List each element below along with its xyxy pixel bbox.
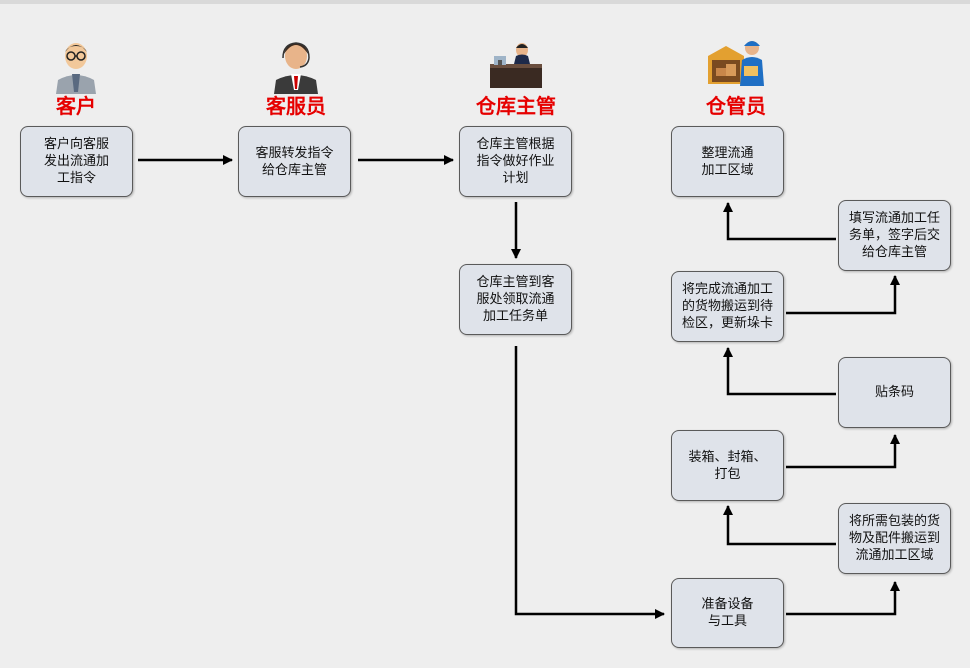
step-make-plan: 仓库主管根据 指令做好作业 计划	[459, 126, 572, 197]
arrow-s8-s9	[723, 347, 836, 396]
top-strip	[0, 0, 970, 4]
arrow-s9-s10	[786, 275, 900, 315]
actor-supervisor-label: 仓库主管	[476, 94, 556, 118]
customer-icon	[46, 34, 106, 94]
step-prepare-equipment: 准备设备 与工具	[671, 578, 784, 648]
arrow-s4-s5	[514, 346, 665, 619]
step-collect-task-sheet: 仓库主管到客 服处领取流通 加工任务单	[459, 264, 572, 335]
step-forward-instruction: 客服转发指令 给仓库主管	[238, 126, 351, 197]
step-move-to-inspection: 将完成流通加工 的货物搬运到待 检区，更新垛卡	[671, 271, 784, 342]
step-pack: 装箱、封箱、 打包	[671, 430, 784, 501]
actor-supervisor: 仓库主管	[446, 34, 586, 118]
actor-customer: 客户	[6, 34, 146, 118]
step-move-goods: 将所需包装的货 物及配件搬运到 流通加工区域	[838, 503, 951, 574]
arrow-s6-s7	[723, 505, 836, 546]
actor-service-label: 客服员	[266, 94, 326, 118]
actor-keeper: 仓管员	[666, 34, 806, 118]
step-fill-task-sheet: 填写流通加工任 务单，签字后交 给仓库主管	[838, 200, 951, 271]
arrow-s5-s6	[786, 581, 900, 616]
actor-customer-label: 客户	[56, 94, 96, 118]
warehouse-keeper-icon	[706, 34, 766, 94]
step-customer-instruction: 客户向客服 发出流通加 工指令	[20, 126, 133, 197]
arrow-s7-s8	[786, 434, 900, 469]
service-agent-icon	[266, 34, 326, 94]
actor-keeper-label: 仓管员	[706, 94, 766, 118]
step-barcode: 贴条码	[838, 357, 951, 428]
actor-service: 客服员	[226, 34, 366, 118]
supervisor-desk-icon	[486, 34, 546, 94]
arrow-s10-s11	[723, 202, 836, 241]
step-tidy-area: 整理流通 加工区域	[671, 126, 784, 197]
